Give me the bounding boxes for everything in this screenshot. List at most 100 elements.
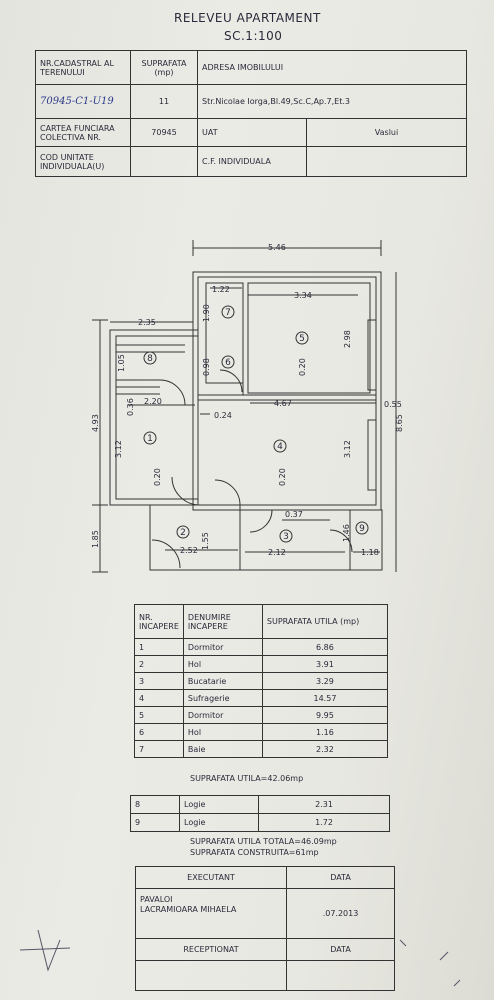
dim-3-12-a: 3.12 <box>114 440 123 458</box>
row-area: 2.32 <box>261 740 389 758</box>
cf-individuala-label: C.F. INDIVIDUALA <box>197 146 307 177</box>
total-construita: SUPRAFATA CONSTRUITA=61mp <box>190 848 319 857</box>
room-number-2: 2 <box>180 528 186 538</box>
col-area-header: SUPRAFATA UTILA (mp) <box>261 604 389 639</box>
logia9-wall <box>349 509 383 571</box>
main-block-outer-wall <box>192 271 382 511</box>
dim-8-65: 8.65 <box>395 414 404 432</box>
dim-0-24: 0.24 <box>214 411 232 420</box>
dim-3-34: 3.34 <box>294 291 312 300</box>
room-number-1: 1 <box>147 434 153 444</box>
total-utila-totala: SUPRAFATA UTILA TOTALA=46.09mp <box>190 837 337 846</box>
row-area: 3.91 <box>261 655 389 673</box>
date-value: .07.2013 <box>286 888 395 939</box>
dim-0-98: 0.98 <box>202 358 211 376</box>
bedroom-wall <box>247 282 371 394</box>
executant-name-2: LACRAMIOARA MIHAELA <box>140 904 237 914</box>
uat-value: Vaslui <box>306 118 467 147</box>
dim-2-20: 2.20 <box>144 397 162 406</box>
dim-0-20-b: 0.20 <box>153 468 162 486</box>
uat-label: UAT <box>197 118 307 147</box>
row-area: 2.31 <box>258 795 390 814</box>
nr-cadastral-value: 70945-C1-U19 <box>35 84 131 119</box>
row-name: Dormitor <box>182 706 263 724</box>
room-number-6: 6 <box>225 358 231 368</box>
row-area: 3.29 <box>261 672 389 690</box>
document-title: RELEVEU APARTAMENT <box>174 11 321 25</box>
dim-1-18: 1.18 <box>361 548 379 557</box>
adresa-value: Str.Nicolae Iorga,Bl.49,Sc.C,Ap.7,Et.3 <box>197 84 467 119</box>
dim-1-90: 1.90 <box>202 304 211 322</box>
suprafata-value: 11 <box>130 84 198 119</box>
dim-2-52: 2.52 <box>180 546 198 555</box>
suprafata-label: SUPRAFATA (mp) <box>130 50 198 85</box>
header-table: NR.CADASTRAL AL TERENULUI SUPRAFATA (mp)… <box>35 50 467 177</box>
row-nr: 1 <box>134 638 184 656</box>
document-scale: SC.1:100 <box>224 29 283 43</box>
dim-1-85: 1.85 <box>91 530 100 548</box>
data-label: DATA <box>286 866 395 889</box>
row-name: Sufragerie <box>182 689 263 707</box>
row-nr: 7 <box>134 740 184 758</box>
dim-0-20-a: 0.20 <box>298 358 307 376</box>
row-name: Bucatarie <box>182 672 263 690</box>
col-name-header: DENUMIRE INCAPERE <box>182 604 263 639</box>
dim-4-93: 4.93 <box>91 414 100 432</box>
row-nr: 8 <box>130 795 180 814</box>
executant-name-1: PAVALOI <box>140 895 173 904</box>
row-nr: 4 <box>134 689 184 707</box>
rooms-table: NR. INCAPERE DENUMIRE INCAPERE SUPRAFATA… <box>134 604 389 758</box>
dim-0-55: 0.55 <box>384 400 402 409</box>
row-nr: 6 <box>134 723 184 741</box>
row-name: Logie <box>179 795 259 814</box>
row-nr: 3 <box>134 672 184 690</box>
row-name: Hol <box>182 655 263 673</box>
row-nr: 5 <box>134 706 184 724</box>
row-area: 1.72 <box>258 813 390 832</box>
total-utila: SUPRAFATA UTILA=42.06mp <box>190 774 304 783</box>
floor-plan: 5.46 1.22 3.34 1.90 2.35 2.98 0.98 0.20 … <box>91 240 404 573</box>
dim-1-55: 1.55 <box>201 532 210 550</box>
kitchen-wall <box>239 509 351 571</box>
room-number-4: 4 <box>277 442 283 452</box>
room-number-9: 9 <box>359 524 365 534</box>
dim-0-37: 0.37 <box>285 510 303 519</box>
row-area: 1.16 <box>261 723 389 741</box>
dim-0-20-c: 0.20 <box>278 468 287 486</box>
dim-4-67: 4.67 <box>274 399 292 408</box>
row-name: Logie <box>179 813 259 832</box>
row-nr: 9 <box>130 813 180 832</box>
row-name: Baie <box>182 740 263 758</box>
dim-3-12-b: 3.12 <box>343 440 352 458</box>
dim-1-05: 1.05 <box>117 354 126 372</box>
bath-wall <box>205 282 244 384</box>
carte-funciara-label: CARTEA FUNCIARA COLECTIVA NR. <box>35 118 131 147</box>
row-nr: 2 <box>134 655 184 673</box>
adresa-label: ADRESA IMOBILULUI <box>197 50 467 85</box>
dim-1-22: 1.22 <box>212 285 230 294</box>
signature-table: EXECUTANT DATA PAVALOI LACRAMIOARA MIHAE… <box>135 866 395 991</box>
dim-2-98: 2.98 <box>343 330 352 348</box>
room-number-3: 3 <box>283 532 289 542</box>
scribble-marks <box>19 929 461 987</box>
row-area: 6.86 <box>261 638 389 656</box>
row-name: Dormitor <box>182 638 263 656</box>
hall-wall <box>149 504 241 571</box>
dim-2-12: 2.12 <box>268 548 286 557</box>
dim-1-46: 1.46 <box>342 524 351 542</box>
room-number-8: 8 <box>147 354 153 364</box>
carte-funciara-value: 70945 <box>130 118 198 147</box>
dim-0-36: 0.36 <box>126 398 135 416</box>
col-nr-header: NR. INCAPERE <box>134 604 184 639</box>
room-number-5: 5 <box>299 334 305 344</box>
